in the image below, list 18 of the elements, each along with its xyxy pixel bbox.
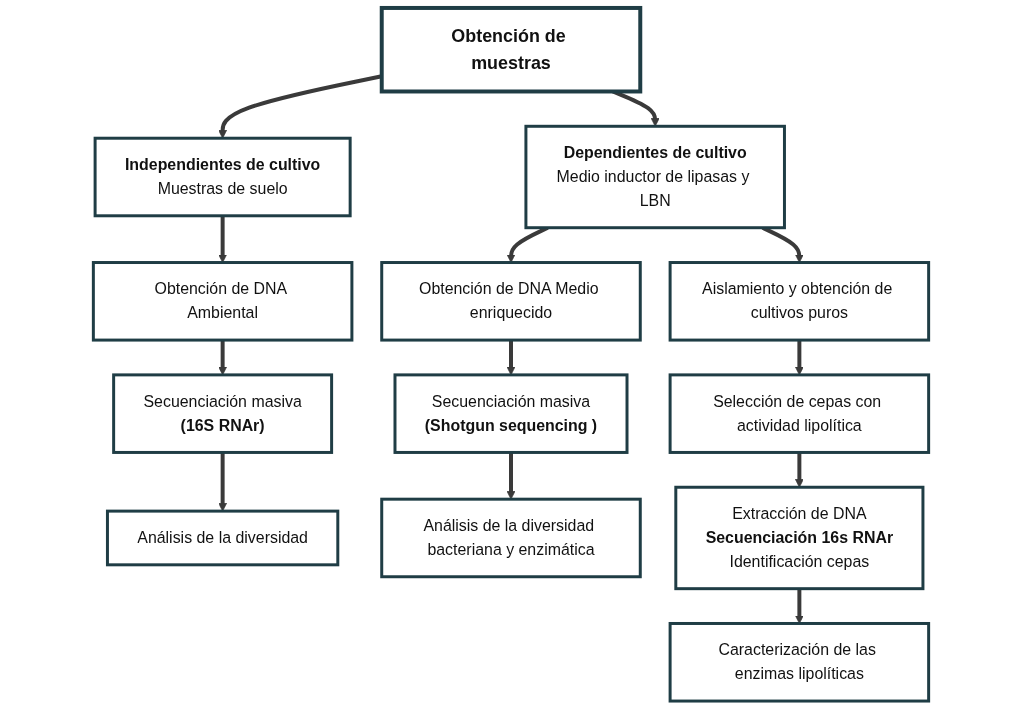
node-box: Aislamiento y obtención de cultivos puros	[668, 261, 930, 342]
arrow	[506, 452, 515, 500]
node-box: Secuenciación masiva (Shotgun sequencing )	[393, 373, 628, 454]
node-box: Selección de cepas con actividad lipolítica	[668, 373, 930, 454]
node-box: Dependientes de cultivo Medio inductor de lipasas y LBN	[523, 124, 786, 230]
node-box: Obtención de DNA Medio enriquecido	[379, 261, 642, 342]
node-box: Análisis de la diversidad	[105, 509, 339, 567]
node-box: Extracción de DNA Secuenciación 16s RNAr Identificación cepas	[673, 485, 924, 591]
arrow	[217, 215, 227, 263]
node-box: Obtención de DNA Ambiental	[91, 261, 353, 342]
arrow	[794, 452, 804, 488]
node-box: Caracterización de las enzimas lipolíticas	[668, 622, 930, 703]
arrow	[217, 452, 227, 512]
arrow	[794, 588, 804, 624]
node-box: Independientes de cultivo Muestras de suelo	[93, 136, 352, 218]
node-box: Obtención de muestras	[379, 5, 642, 94]
node-box: Secuenciación masiva (16S RNAr)	[111, 373, 333, 454]
node-box: Análisis de la diversidad bacteriana y enzimática	[379, 497, 642, 579]
